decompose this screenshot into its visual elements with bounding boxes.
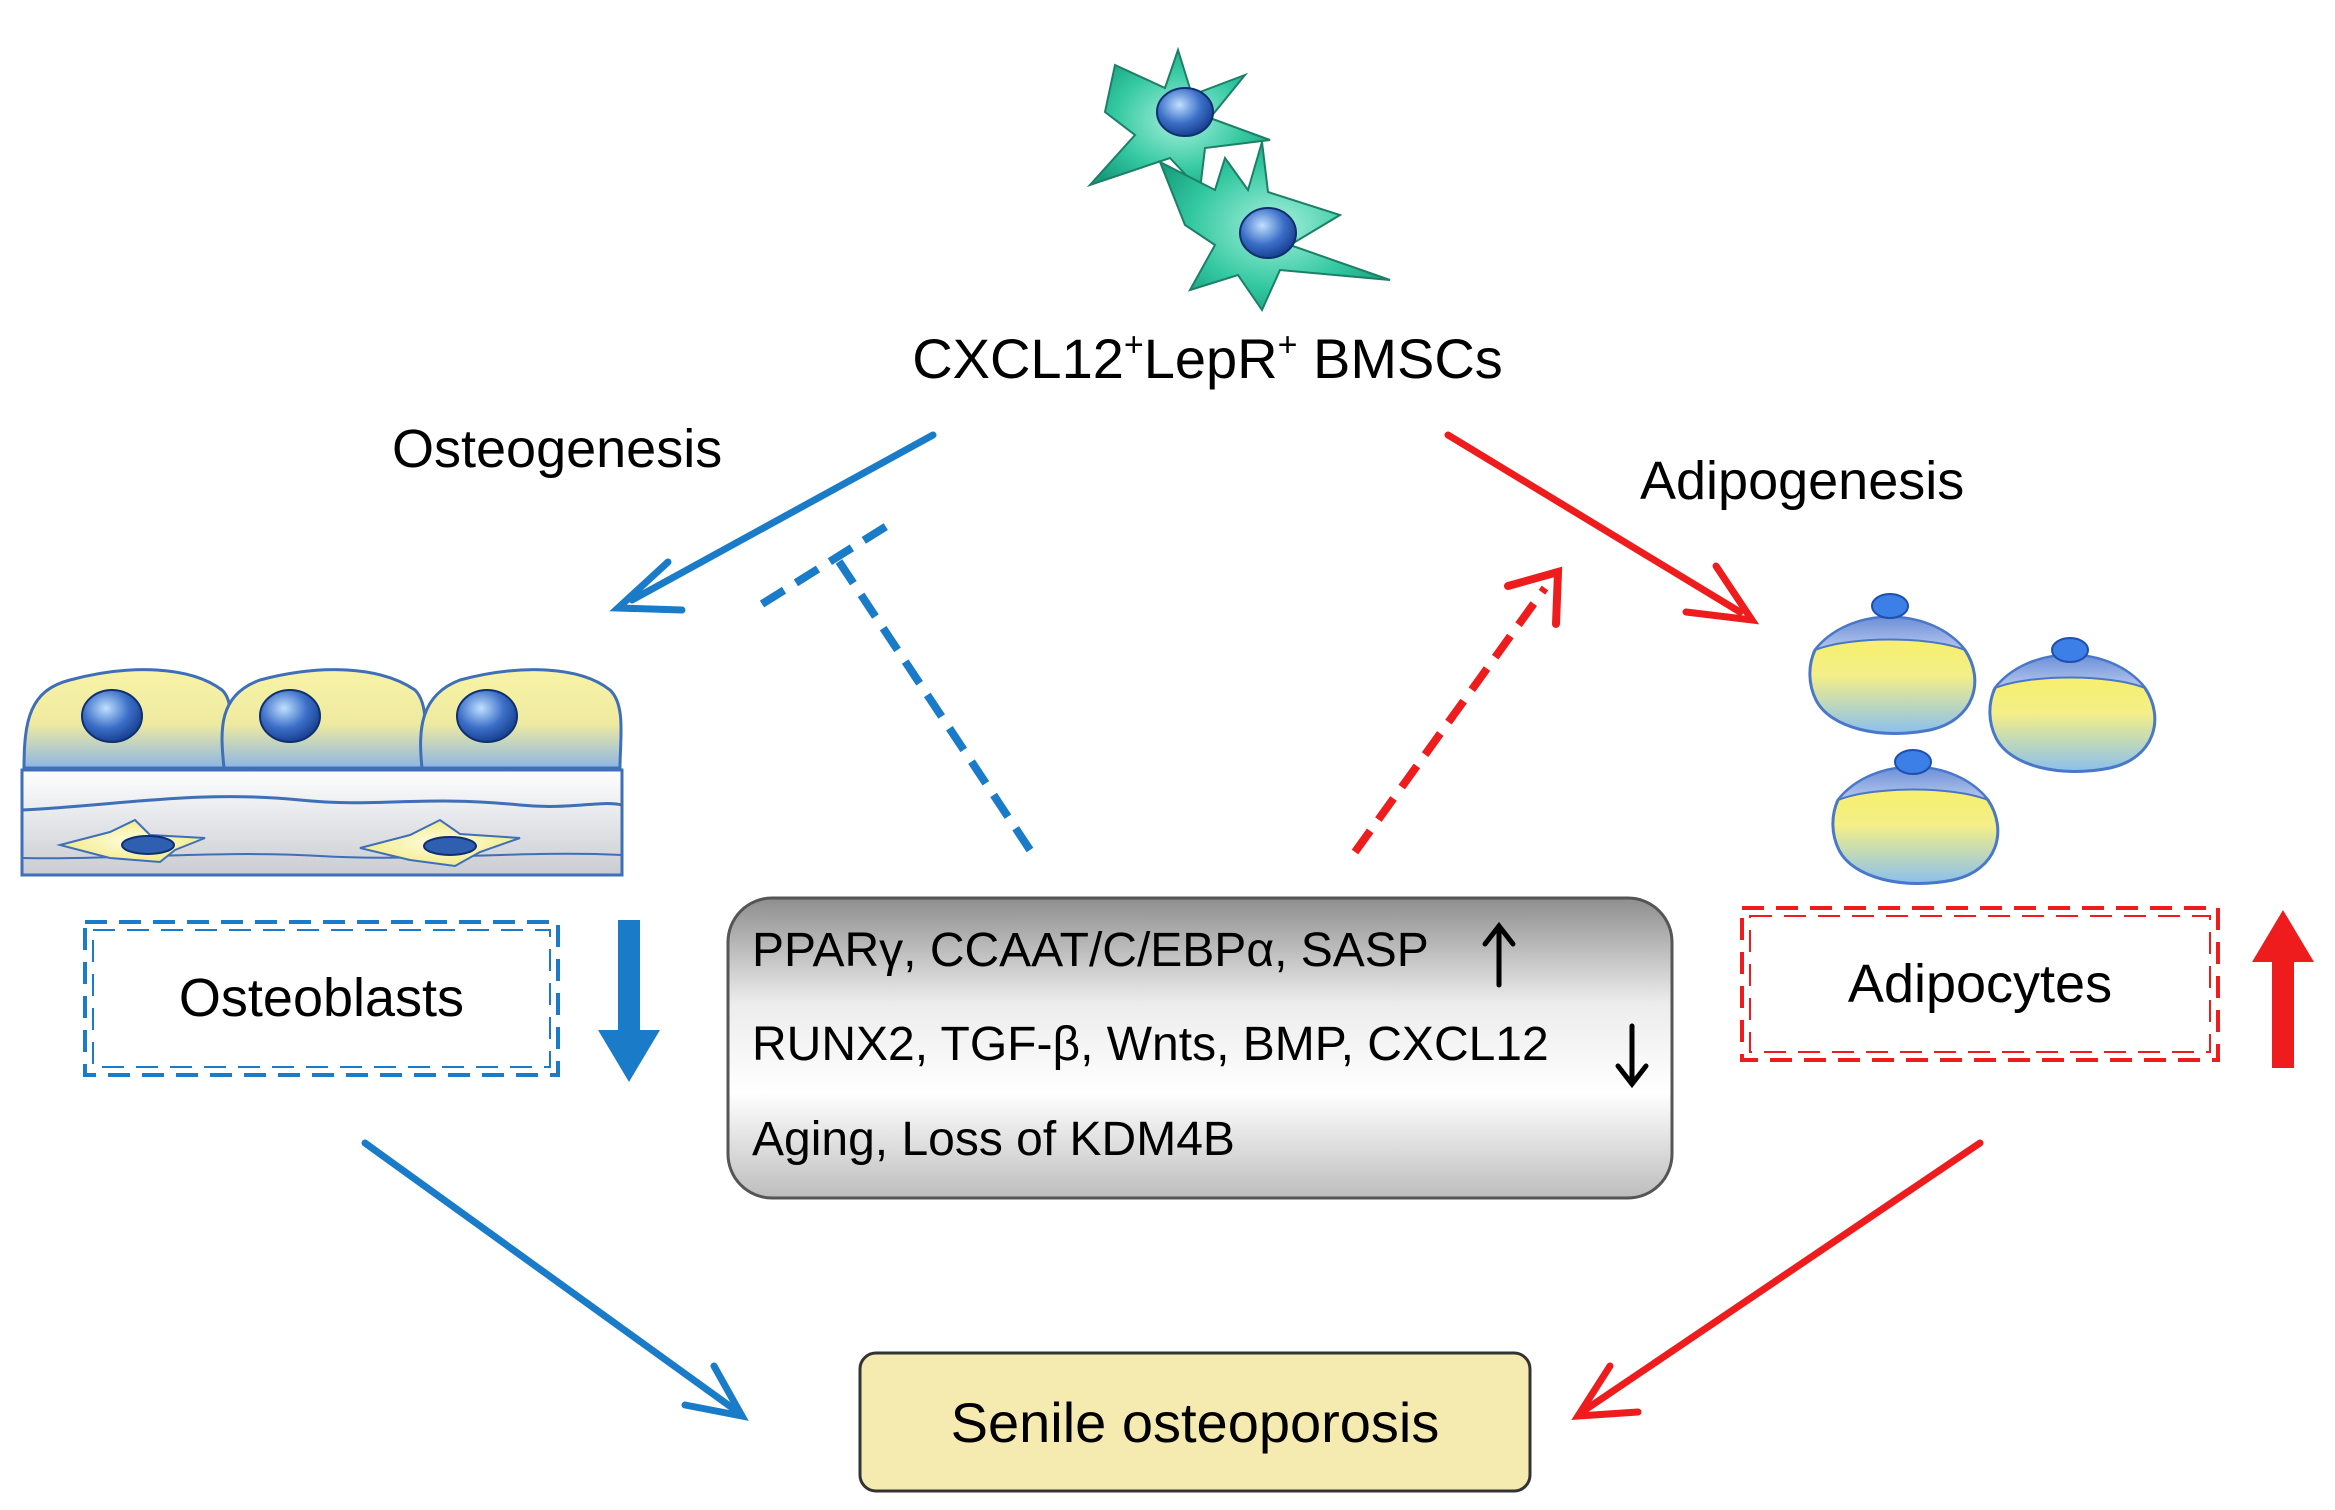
- adipocyte-icon: [1988, 637, 2157, 773]
- factors-box: [726, 896, 1674, 1200]
- osteogenesis-arrow: [609, 431, 937, 614]
- down-arrow-icon: [1615, 1023, 1649, 1089]
- adipocyte-icon: [1808, 593, 1977, 735]
- outcome-box: [858, 1351, 1532, 1493]
- stem-cell-icon: [1086, 46, 1271, 193]
- downregulated-factors: RUNX2, TGF-β, Wnts, BMP, CXCL12: [752, 1018, 1549, 1071]
- promotion-arrow: [1351, 566, 1563, 855]
- osteoblasts-label: Osteoblasts: [178, 968, 465, 1028]
- adipocytes-label: Adipocytes: [1847, 954, 2113, 1014]
- osteogenesis-label: Osteogenesis: [392, 419, 723, 479]
- up-arrow-icon: [1482, 921, 1516, 988]
- adipogenesis-label: Adipogenesis: [1640, 451, 1965, 511]
- osteoblast-layer-icon: [20, 668, 624, 877]
- other-factors: Aging, Loss of KDM4B: [752, 1113, 1235, 1166]
- osteoblasts-to-outcome-arrow: [361, 1139, 749, 1421]
- upregulated-factors: PPARγ, CCAAT/C/EBPα, SASP: [752, 924, 1429, 977]
- adipocytes-to-outcome-arrow: [1571, 1139, 1984, 1420]
- outcome-label: Senile osteoporosis: [950, 1390, 1440, 1454]
- source-cell-label: CXCL12+LepR+ BMSCs: [912, 326, 1503, 390]
- decrease-arrow-icon: [598, 920, 660, 1082]
- osteoblasts-box: [83, 920, 560, 1077]
- adipocytes-box: [1740, 906, 2220, 1062]
- adipocyte-icon: [1831, 749, 2000, 885]
- stem-cell-icon: [1158, 141, 1391, 313]
- adipogenesis-arrow: [1444, 431, 1760, 625]
- inhibition-line: [759, 520, 1034, 853]
- increase-arrow-icon: [2252, 910, 2314, 1068]
